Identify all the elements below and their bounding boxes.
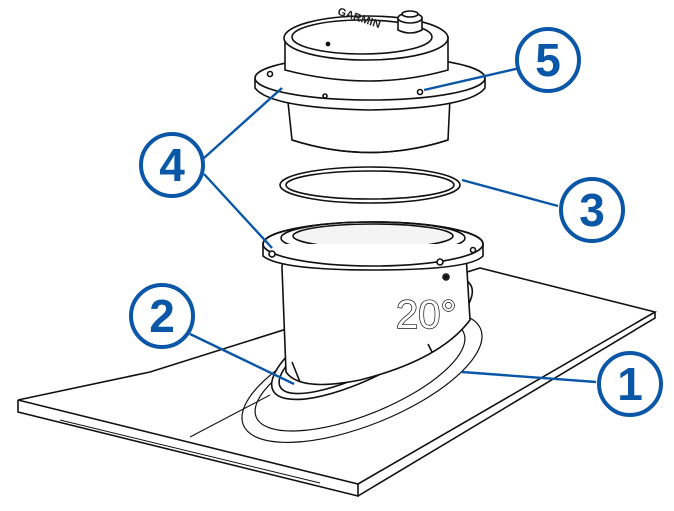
callout-5: 5 — [515, 27, 581, 93]
callout-2: 2 — [129, 283, 195, 349]
callout-3-number: 3 — [579, 184, 605, 236]
callout-4: 4 — [139, 132, 205, 198]
callout-1-number: 1 — [617, 358, 643, 410]
angle-label: 20° — [396, 293, 457, 337]
callout-4-number: 4 — [159, 139, 185, 191]
callout-3: 3 — [559, 177, 625, 243]
fairing-block — [262, 221, 484, 401]
callout-2-number: 2 — [149, 290, 175, 342]
callout-5-number: 5 — [535, 34, 561, 86]
o-ring — [279, 166, 461, 204]
leader-lines — [189, 66, 597, 386]
transducer — [254, 10, 486, 154]
callout-1: 1 — [597, 351, 663, 417]
